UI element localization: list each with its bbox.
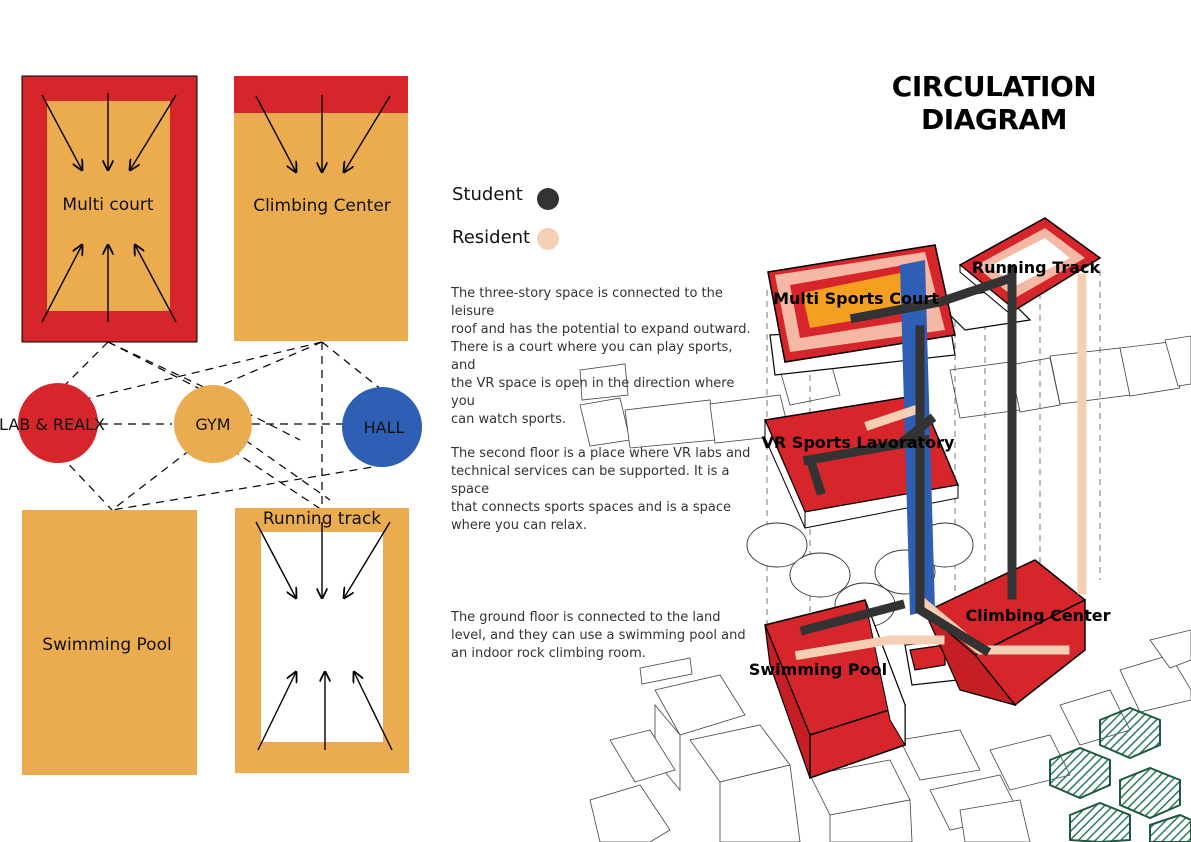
- description-second-floor: The second floor is a place where VR lab…: [451, 445, 751, 535]
- axo-running-track-label: Running Track: [972, 258, 1101, 277]
- description-line: an indoor rock climbing room.: [451, 646, 646, 661]
- axo-climbing-center-label: Climbing Center: [965, 606, 1110, 625]
- description-ground-floor: The ground floor is connected to the lan…: [451, 609, 751, 663]
- hall-node: HALL: [342, 387, 422, 467]
- legend-resident-swatch: [537, 228, 559, 250]
- swimming-pool-plan: Swimming Pool: [22, 510, 197, 775]
- student-circulation-path: [799, 265, 1017, 657]
- axo-multi-sports-court-label: Multi Sports Court: [773, 289, 939, 308]
- lab-realx-node: LAB & REALX: [0, 383, 105, 463]
- gym-label: GYM: [195, 415, 230, 434]
- description-line: The three-story space is connected to th…: [451, 286, 723, 319]
- climbing-center-plan: Climbing Center: [234, 76, 408, 341]
- plan-diagram: Multi court Climbing Center LAB & REALX …: [0, 75, 422, 775]
- axo-swimming-pool-label: Swimming Pool: [749, 660, 887, 679]
- description-line: roof and has the potential to expand out…: [451, 322, 751, 337]
- legend-resident-label: Resident: [452, 227, 531, 248]
- multi-court-label: Multi court: [62, 195, 153, 215]
- plan-connection-lines: [39, 341, 386, 511]
- lab-realx-label: LAB & REALX: [0, 415, 105, 434]
- description-line: There is a court where you can play spor…: [451, 340, 733, 373]
- description-third-floor: The three-story space is connected to th…: [451, 285, 751, 429]
- climbing-center-label: Climbing Center: [253, 196, 391, 216]
- courtyard-tables: [746, 522, 974, 628]
- running-track-label: Running track: [263, 509, 381, 529]
- page-title: CIRCULATION DIAGRAM: [891, 70, 1097, 136]
- axonometric-drawing: Multi Sports Court Running Track VR Spor…: [579, 217, 1191, 842]
- swimming-pool-label: Swimming Pool: [42, 635, 171, 655]
- description-line: that connects sports spaces and is a spa…: [451, 500, 731, 515]
- legend-student-label: Student: [452, 184, 523, 205]
- description-line: level, and they can use a swimming pool …: [451, 628, 746, 643]
- description-line: where you can relax.: [451, 518, 588, 533]
- description-line: The ground floor is connected to the lan…: [451, 610, 721, 625]
- multi-court-plan: Multi court: [21, 75, 198, 343]
- description-line: can watch sports.: [451, 412, 567, 427]
- description-line: The second floor is a place where VR lab…: [451, 446, 751, 461]
- gym-node: GYM: [174, 385, 252, 463]
- legend-student-swatch: [537, 188, 559, 210]
- description-line: technical services can be supported. It …: [451, 464, 730, 497]
- description-line: the VR space is open in the direction wh…: [451, 376, 735, 409]
- green-hexagon-park: [1049, 706, 1191, 842]
- axo-vr-lab-label: VR Sports Lavoratory: [762, 433, 956, 452]
- axo-swimming-pool: [763, 599, 906, 780]
- hall-label: HALL: [364, 418, 405, 437]
- running-track-plan: Running track: [235, 508, 409, 773]
